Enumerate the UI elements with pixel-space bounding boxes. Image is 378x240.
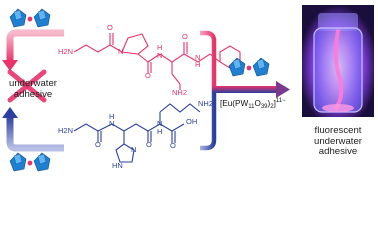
formula-sub-3: 2: [270, 104, 274, 110]
bottom-atom-o1: O: [95, 140, 101, 149]
bottom-atom-oh: OH: [186, 117, 198, 126]
bottom-atom-h1: H: [109, 112, 115, 121]
top-atom-o1: O: [107, 23, 113, 32]
formula-part-bracket: ]: [273, 99, 276, 108]
bottom-atom-n1: N: [109, 119, 115, 128]
pink-arrow-right: [200, 30, 217, 90]
formula-sub-2: 39: [260, 104, 268, 110]
result-line-1: fluorescent: [314, 125, 362, 136]
reaction-scheme: [2, 5, 374, 172]
top-atom-n-ring: N: [118, 47, 124, 56]
cross-icon: [7, 69, 47, 103]
blue-arrow-left: [2, 107, 64, 152]
bottom-atom-h2n: H2N: [58, 126, 74, 135]
bottom-atom-o2: O: [146, 140, 152, 149]
underwater-adhesive-label: underwater adhesive: [4, 78, 62, 100]
bottom-atom-o3: O: [170, 141, 176, 150]
top-atom-nh2: NH2: [172, 88, 188, 97]
formula-charge: 11−: [275, 98, 286, 104]
top-atom-h2n: H2N: [58, 47, 74, 56]
pom-cluster-icon-top-left: [9, 8, 51, 28]
pink-arrow-left: [2, 29, 64, 71]
top-atom-h1: H: [157, 43, 163, 52]
peptide-bottom-structure: [73, 103, 201, 163]
vial-photo: [302, 5, 374, 117]
formula-part-paren: ): [267, 99, 271, 108]
result-line-3: adhesive: [318, 146, 358, 158]
adhesive-line-2: adhesive: [13, 88, 53, 100]
formula-part-prefix: [Eu(PW: [220, 99, 249, 108]
top-atom-h2: H: [195, 60, 201, 69]
blue-arrow-right: [200, 90, 217, 151]
merged-arrow: [212, 81, 290, 98]
bottom-atom-nh2: NH2: [198, 99, 214, 108]
bottom-atom-n-ring: N: [131, 145, 137, 154]
formula-sub-1: 11: [248, 104, 255, 110]
top-atom-n1: N: [157, 51, 163, 60]
top-atom-n2: N: [195, 53, 201, 62]
pom-cluster-icon-bottom-left: [9, 152, 51, 172]
formula-part-o: O: [254, 99, 261, 108]
top-atom-o2: O: [145, 71, 151, 80]
bottom-atom-h2: H: [157, 127, 163, 136]
fluorescent-adhesive-label: fluorescent underwater adhesive: [299, 125, 377, 158]
peptide-top-structure: [73, 33, 241, 90]
pom-cluster-icon-center: [228, 57, 270, 77]
eu-complex-formula: [Eu(PW11O39)2]11−: [220, 98, 286, 111]
bottom-atom-hn-ring: HN: [112, 161, 123, 170]
adhesive-line-1: underwater: [9, 78, 57, 89]
top-atom-o3: O: [182, 32, 188, 41]
bottom-atom-n2: N: [157, 119, 163, 128]
result-line-2: underwater: [314, 135, 362, 147]
